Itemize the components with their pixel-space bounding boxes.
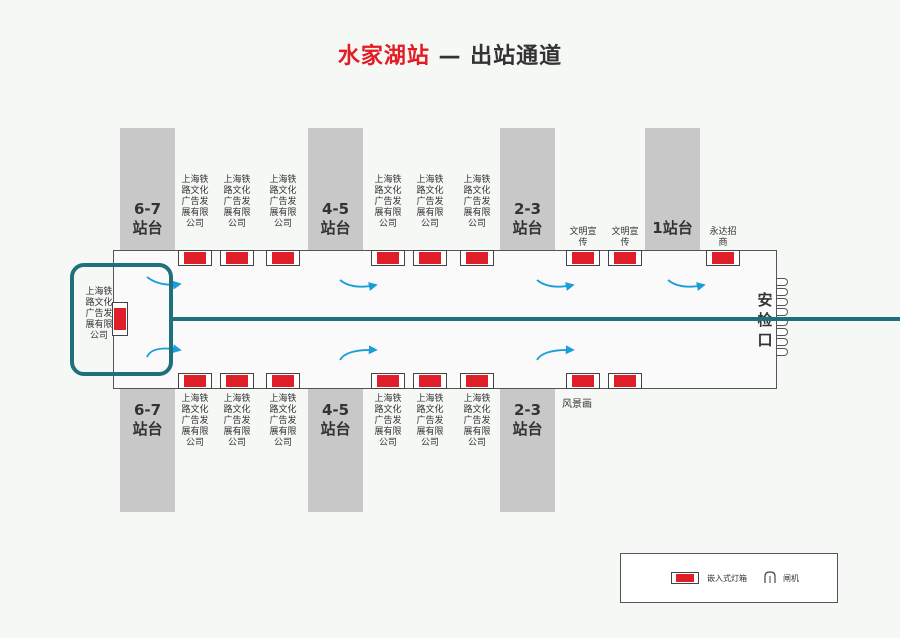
legend: 嵌入式灯箱 闸机 — [620, 553, 838, 603]
platform-2-3-bottom: 2-3 站台 — [500, 389, 555, 512]
platform-2-3-top: 2-3 站台 — [500, 128, 555, 250]
ad-label-top: 上海铁路文化广告发展有限公司 — [269, 175, 297, 229]
platform-label: 4-5 站台 — [320, 401, 351, 438]
arrow-icon — [536, 345, 575, 361]
arrow-icon — [339, 279, 378, 291]
arrow-icon — [667, 279, 706, 291]
lightbox — [220, 250, 254, 266]
platform-4-5-bottom: 4-5 站台 — [308, 389, 363, 512]
lightbox — [566, 250, 600, 266]
lightbox-vertical — [112, 302, 128, 336]
ad-label-left: 上海铁路文化广告发展有限公司 — [85, 287, 113, 341]
ad-label-top: 上海铁路文化广告发展有限公司 — [181, 175, 209, 229]
ad-label-bottom: 上海铁路文化广告发展有限公司 — [374, 394, 402, 448]
platform-label: 6-7 站台 — [132, 401, 163, 438]
arrow-icon — [536, 279, 575, 291]
platform-label: 2-3 站台 — [512, 401, 543, 438]
lightbox — [608, 373, 642, 389]
platform-1-top: 1站台 — [645, 128, 700, 250]
ad-label-bottom: 上海铁路文化广告发展有限公司 — [181, 394, 209, 448]
lightbox — [371, 373, 405, 389]
gate-icon — [777, 328, 788, 336]
legend-lightbox-label: 嵌入式灯箱 — [707, 574, 747, 583]
ad-label-top: 上海铁路文化广告发展有限公司 — [223, 175, 251, 229]
lightbox — [460, 373, 494, 389]
platform-6-7-bottom: 6-7 站台 — [120, 389, 175, 512]
title-route: 出站通道 — [470, 44, 563, 69]
platform-label: 4-5 站台 — [320, 200, 351, 237]
arrow-icon — [146, 276, 182, 290]
lightbox — [178, 373, 212, 389]
legend-gate-label: 闸机 — [783, 574, 799, 583]
arrow-icon — [339, 345, 378, 361]
lightbox — [413, 250, 447, 266]
arrow-icon — [146, 344, 182, 358]
lightbox — [460, 250, 494, 266]
lightbox — [371, 250, 405, 266]
gate-icon — [777, 348, 788, 356]
platform-label: 6-7 站台 — [132, 200, 163, 237]
page-title: 水家湖站 — 出站通道 — [0, 38, 900, 70]
ad-label-top: 上海铁路文化广告发展有限公司 — [416, 175, 444, 229]
ad-label-wenming: 文明宣传 — [569, 227, 597, 248]
platform-label: 1站台 — [652, 219, 693, 237]
lightbox — [266, 373, 300, 389]
lightbox — [220, 373, 254, 389]
gate-icon — [764, 571, 776, 583]
ad-label-wenming: 文明宣传 — [611, 227, 639, 248]
legend-lightbox-swatch — [671, 572, 699, 584]
lightbox — [413, 373, 447, 389]
gate-icon — [777, 308, 788, 316]
ad-label-fengjing: 风景画 — [562, 399, 592, 410]
ad-label-bottom: 上海铁路文化广告发展有限公司 — [223, 394, 251, 448]
lightbox — [178, 250, 212, 266]
lightbox — [266, 250, 300, 266]
ad-label-top: 上海铁路文化广告发展有限公司 — [374, 175, 402, 229]
gate-icon — [777, 278, 788, 286]
ad-label-bottom: 上海铁路文化广告发展有限公司 — [269, 394, 297, 448]
lightbox — [706, 250, 740, 266]
gate-icon — [777, 288, 788, 296]
platform-4-5-top: 4-5 站台 — [308, 128, 363, 250]
gate-icon — [777, 338, 788, 346]
highlight-box — [70, 263, 173, 376]
pointer-line — [173, 317, 900, 321]
station-name: 水家湖站 — [337, 44, 430, 69]
platform-6-7-top: 6-7 站台 — [120, 128, 175, 250]
lightbox — [608, 250, 642, 266]
ad-label-bottom: 上海铁路文化广告发展有限公司 — [463, 394, 491, 448]
ad-label-top: 上海铁路文化广告发展有限公司 — [463, 175, 491, 229]
ad-label-yongda: 永达招商 — [709, 227, 737, 248]
lightbox — [566, 373, 600, 389]
platform-label: 2-3 站台 — [512, 200, 543, 237]
title-dash: — — [438, 44, 462, 69]
ad-label-bottom: 上海铁路文化广告发展有限公司 — [416, 394, 444, 448]
gate-icon — [777, 298, 788, 306]
